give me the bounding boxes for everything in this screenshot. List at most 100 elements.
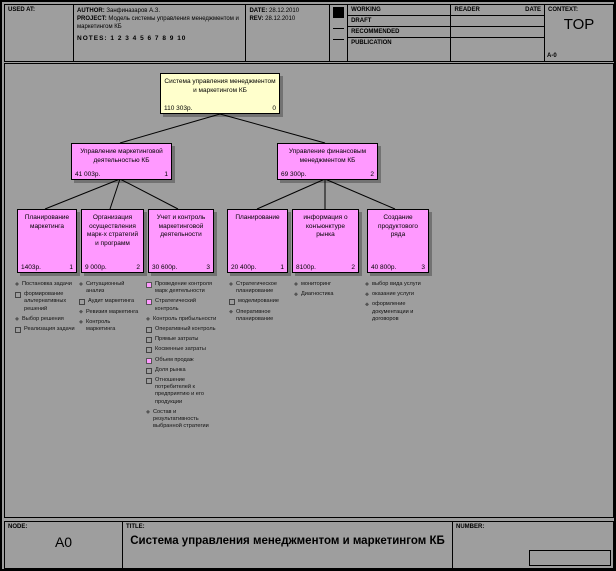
diamond-bullet-icon	[294, 282, 298, 286]
footer-node-label: NODE:	[8, 524, 28, 530]
header-date-rev-cell: DATE: 28.12.2010 REV: 28.12.2010	[246, 5, 331, 61]
list-item-label: Проведение контроля марк деятельности	[155, 281, 213, 295]
context-code: A-0	[547, 52, 557, 59]
list-item-label: Прямые затраты	[155, 336, 199, 343]
list-item: Проведение контроля марк деятельности	[146, 281, 218, 295]
list-item: оказание услуги	[365, 291, 429, 298]
list-item-label: Аудит маркетинга	[88, 298, 135, 305]
diamond-bullet-icon	[365, 302, 369, 307]
node-root[interactable]: Система управления менеджментом и маркет…	[160, 73, 280, 114]
diamond-bullet-icon	[365, 282, 369, 286]
bullet-list-marketing-control: Проведение контроля марк деятельности Ст…	[146, 281, 218, 433]
node-market-information-title: информация о конъюнктуре рынка	[303, 214, 348, 238]
node-marketing-management-title: Управление маркетинговой деятельностью К…	[80, 148, 163, 164]
list-item: Состав и результативность выбранной стра…	[146, 409, 218, 431]
reader-label: READER	[454, 7, 480, 13]
notes-value: 1 2 3 4 5 6 7 8 9 10	[110, 35, 187, 42]
list-item-label: Контроль прибыльности	[153, 315, 217, 322]
diamond-bullet-icon	[229, 309, 233, 314]
bullet-list-strategy-implementation: Ситуационный анализ Аудит маркетинга Рев…	[79, 281, 141, 336]
node-product-range-creation[interactable]: Создание продуктового ряда 40 800р. 3	[367, 209, 429, 273]
diamond-bullet-icon	[79, 282, 83, 286]
square-bullet-icon	[146, 327, 152, 334]
node-financial-management[interactable]: Управление финансовым менеджментом КБ 69…	[277, 143, 378, 180]
node-product-range-creation-title: Создание продуктового ряда	[378, 214, 418, 238]
node-marketing-control-cost: 30 600р.	[152, 264, 178, 271]
diamond-bullet-icon	[15, 282, 19, 286]
status-label-working: WORKING	[348, 5, 451, 16]
list-item-label: Состав и результативность выбранной стра…	[153, 408, 209, 430]
node-marketing-control-title: Учет и контроль маркетинговой деятельнос…	[156, 214, 206, 238]
list-item-label: Стратегический контроль	[155, 298, 196, 312]
footer-node-value: A0	[54, 534, 73, 550]
reader-row-2[interactable]	[451, 27, 545, 38]
square-bullet-icon	[146, 378, 152, 385]
header-status-checkbox-column	[330, 5, 349, 61]
node-strategy-implementation[interactable]: Организация осуществления марк-х стратег…	[81, 209, 144, 273]
list-item: Диагностика	[294, 291, 354, 298]
project-value: Модель системы управления менеджментом и…	[77, 16, 239, 30]
list-item-label: Реализация задачи	[24, 326, 75, 333]
project-label: PROJECT:	[77, 16, 107, 22]
list-item: Оперативный контроль	[146, 326, 218, 334]
list-item: мониторинг	[294, 281, 354, 288]
list-item-label: Объем продаж	[155, 356, 194, 363]
bullet-list-planning: Стратегическое планирование моделировани…	[229, 281, 287, 326]
notes-line: NOTES: 1 2 3 4 5 6 7 8 9 10	[77, 35, 242, 43]
square-bullet-icon	[146, 347, 152, 354]
used-at-label: USED AT:	[8, 7, 35, 13]
node-root-title: Система управления менеджментом и маркет…	[164, 78, 276, 94]
node-market-information-cost: 8100р.	[296, 264, 316, 271]
status-checkbox-working[interactable]	[333, 7, 345, 18]
diamond-bullet-icon	[229, 282, 233, 286]
reader-row-1[interactable]	[451, 16, 545, 27]
list-item: моделирование	[229, 298, 287, 306]
square-bullet-icon	[146, 367, 152, 374]
node-marketing-management[interactable]: Управление маркетинговой деятельностью К…	[71, 143, 172, 180]
connector-lines	[44, 113, 396, 210]
node-strategy-implementation-number: 2	[136, 264, 140, 271]
square-bullet-icon	[146, 357, 152, 364]
list-item-label: Постановка задачи	[22, 281, 72, 287]
footer-title-cell: TITLE: Система управления менеджментом и…	[123, 522, 453, 568]
node-market-information[interactable]: информация о конъюнктуре рынка 8100р. 2	[292, 209, 359, 273]
reader-row-3[interactable]	[451, 38, 544, 49]
square-bullet-icon	[146, 337, 152, 344]
context-value: TOP	[563, 15, 595, 33]
node-market-information-number: 2	[351, 264, 355, 271]
node-root-cost: 110 303р.	[164, 105, 193, 112]
status-checkbox-draft[interactable]	[333, 18, 345, 29]
square-bullet-icon	[15, 292, 21, 299]
status-checkbox-recommended[interactable]	[333, 29, 345, 40]
list-item: выбор вида услуги	[365, 281, 429, 288]
list-item: Прямые затраты	[146, 336, 218, 344]
list-item: Косвенные затраты	[146, 346, 218, 354]
footer-number-cell: NUMBER:	[453, 522, 613, 568]
square-bullet-icon	[15, 327, 21, 334]
node-planning[interactable]: Планирование 20 400р. 1	[227, 209, 288, 273]
node-marketing-planning-cost: 1403р.	[21, 264, 41, 271]
footer-number-input[interactable]	[529, 550, 611, 566]
list-item: Выбор решения	[15, 316, 75, 323]
list-item-label: оформление документации и договоров	[372, 301, 414, 322]
node-marketing-planning[interactable]: Планирование маркетинга 1403р. 1	[17, 209, 77, 273]
list-item-label: Доля рынка	[155, 366, 186, 373]
diamond-bullet-icon	[79, 309, 83, 314]
node-marketing-control[interactable]: Учет и контроль маркетинговой деятельнос…	[148, 209, 214, 273]
list-item: Аудит маркетинга	[79, 298, 141, 306]
node-financial-management-title: Управление финансовым менеджментом КБ	[288, 148, 367, 164]
status-checkbox-publication[interactable]	[333, 40, 344, 51]
list-item: Отношение потребителей к предприятию и е…	[146, 377, 218, 406]
diamond-bullet-icon	[79, 319, 83, 324]
square-bullet-icon	[79, 299, 85, 306]
header-used-at-cell: USED AT:	[5, 5, 75, 61]
reader-date-label: DATE	[525, 7, 542, 13]
square-bullet-icon	[146, 282, 152, 288]
list-item-label: Оперативный контроль	[155, 326, 216, 333]
diamond-bullet-icon	[146, 409, 150, 414]
footer-node-cell: NODE: A0	[5, 522, 123, 568]
bullet-list-marketing-planning: Постановка задачи формирование альтернат…	[15, 281, 75, 336]
list-item-label: Ревизия маркетинга	[86, 308, 139, 315]
list-item: Ситуационный анализ	[79, 281, 141, 295]
diamond-bullet-icon	[146, 316, 150, 321]
